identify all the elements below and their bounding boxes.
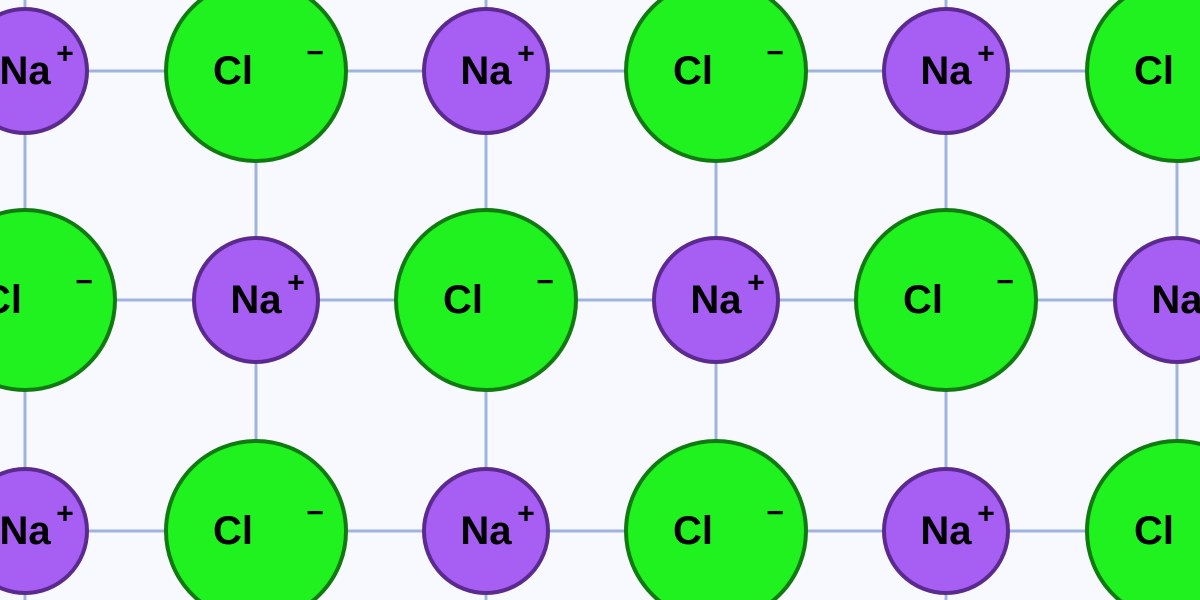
ion-symbol: Na — [460, 49, 512, 93]
ion-circle — [882, 7, 1010, 135]
ion-symbol: Cl — [1134, 49, 1174, 93]
ion-symbol: Cl — [213, 49, 253, 93]
ion-symbol: Cl — [443, 278, 483, 322]
ion-charge: − — [306, 497, 324, 530]
ion-symbol: Cl — [673, 49, 713, 93]
ion-symbol: Na — [690, 278, 742, 322]
sodium-ion: Na+ — [1113, 236, 1200, 364]
ion-symbol: Cl — [903, 278, 943, 322]
ion-charge: + — [56, 38, 74, 71]
ion-charge: + — [747, 267, 765, 300]
ion-symbol: Cl — [673, 509, 713, 553]
ion-charge: + — [517, 498, 535, 531]
ion-charge: − — [766, 37, 784, 70]
ion-charge: + — [517, 38, 535, 71]
ion-circle — [0, 7, 89, 135]
ion-circle — [1085, 0, 1200, 163]
ion-circle — [0, 208, 117, 392]
ion-charge: − — [996, 266, 1014, 299]
sodium-ion: Na+ — [422, 7, 550, 135]
ion-symbol: Na — [0, 509, 51, 553]
ion-circle — [882, 467, 1010, 595]
ion-circle — [422, 7, 550, 135]
chloride-ion: Cl − — [624, 439, 808, 600]
chloride-ion: Cl − — [394, 208, 578, 392]
ion-circle — [164, 439, 348, 600]
ion-symbol: Cl — [1134, 509, 1174, 553]
chloride-ion: Cl − — [624, 0, 808, 163]
chloride-ion: Cl − — [854, 208, 1038, 392]
sodium-ion: Na+ — [882, 7, 1010, 135]
ion-circle — [192, 236, 320, 364]
ion-circle — [394, 208, 578, 392]
ion-charge: − — [75, 266, 93, 299]
ion-symbol: Na — [920, 49, 972, 93]
ion-circle — [1085, 439, 1200, 600]
sodium-ion: Na+ — [192, 236, 320, 364]
ion-charge: + — [56, 498, 74, 531]
ion-charge: + — [977, 38, 995, 71]
sodium-ion: Na+ — [652, 236, 780, 364]
ion-circle — [652, 236, 780, 364]
ion-charge: + — [977, 498, 995, 531]
ion-circle — [0, 467, 89, 595]
ion-circle — [624, 439, 808, 600]
ion-circle — [854, 208, 1038, 392]
chloride-ion: Cl − — [164, 439, 348, 600]
ion-circle — [1113, 236, 1200, 364]
ion-symbol: Cl — [213, 509, 253, 553]
sodium-ion: Na+ — [422, 467, 550, 595]
ion-symbol: Na — [0, 49, 51, 93]
chloride-ion: Cl − — [164, 0, 348, 163]
ion-symbol: Na — [1151, 278, 1200, 322]
ion-charge: + — [287, 267, 305, 300]
chloride-ion: Cl− — [1085, 439, 1200, 600]
sodium-ion: Na+ — [0, 467, 89, 595]
ion-symbol: Cl — [0, 278, 22, 322]
chloride-ion: Cl − — [0, 208, 117, 392]
ion-symbol: Na — [230, 278, 282, 322]
ion-symbol: Na — [460, 509, 512, 553]
ion-charge: − — [766, 497, 784, 530]
chloride-ion: Cl− — [1085, 0, 1200, 163]
ion-symbol: Na — [920, 509, 972, 553]
sodium-ion: Na+ — [0, 7, 89, 135]
ion-circle — [164, 0, 348, 163]
ion-charge: − — [536, 266, 554, 299]
sodium-ion: Na+ — [882, 467, 1010, 595]
ion-circle — [624, 0, 808, 163]
ion-charge: − — [306, 37, 324, 70]
ion-circle — [422, 467, 550, 595]
